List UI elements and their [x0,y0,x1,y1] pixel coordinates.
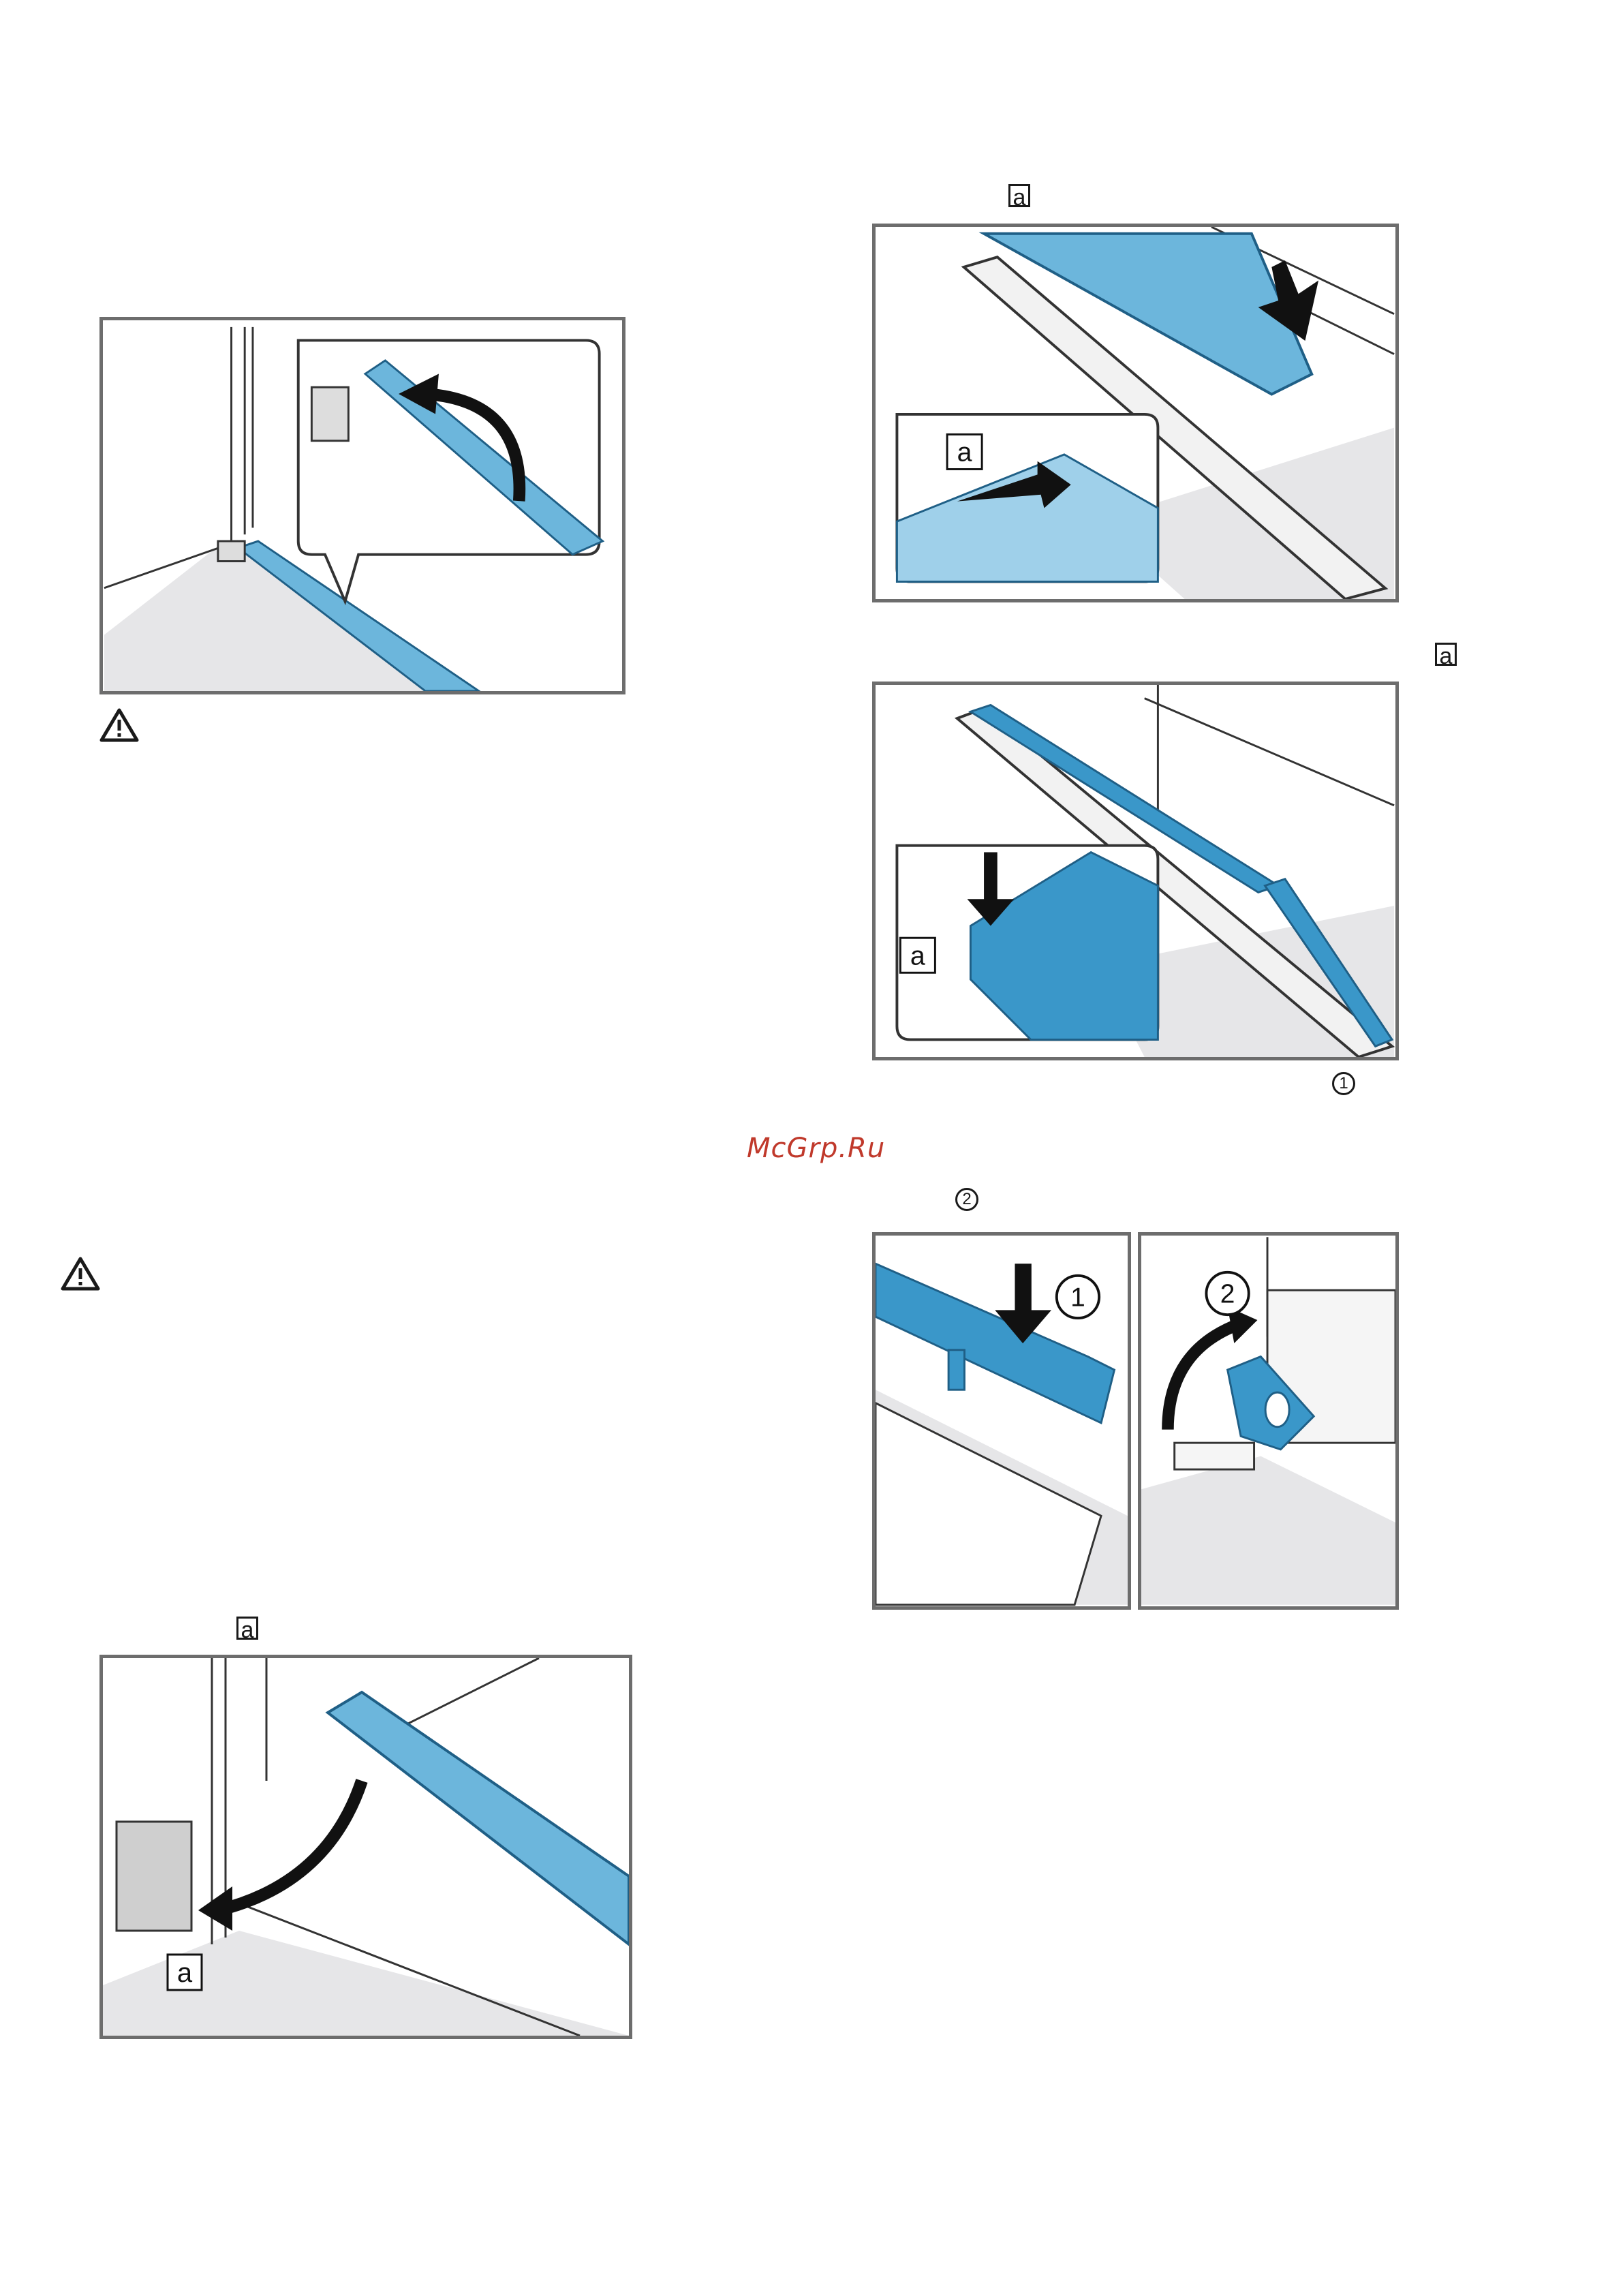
label-a-in-fig-bottom-left: a [177,1958,193,1988]
label-a-box-fig-bottom-left: a [236,1617,258,1640]
step-2-label-in-fig: 2 [1220,1280,1235,1309]
illustration-lift-glass-strip [103,320,622,691]
figure-step-1-press-cover: 1 [872,1232,1131,1610]
illustration-step-1-press-cover: 1 [876,1236,1128,1606]
warning-triangle-icon [60,1256,101,1291]
illustration-insert-glass-strip: a [103,1658,629,2036]
label-a-in-fig-middle-right: a [910,940,925,970]
step-2-reference-marker: 2 [955,1188,978,1211]
label-a-box-fig-middle-right: a [1435,643,1457,666]
step-1-label-in-fig: 1 [1070,1283,1085,1313]
label-a-in-fig-top-right: a [957,438,972,468]
figure-insert-inner-pane: a [872,224,1399,602]
warning-triangle-icon-2 [60,1256,101,1291]
illustration-step-2-close-hinge: 2 [1141,1236,1395,1606]
figure-lift-glass-strip [99,317,625,694]
figure-step-2-close-hinge: 2 [1138,1232,1399,1610]
step-1-reference-marker: 1 [1332,1072,1355,1095]
warning-triangle-icon-1 [99,707,140,743]
watermark-text: McGrp.Ru [747,1133,885,1164]
illustration-press-pane-down: a [876,685,1395,1057]
figure-insert-glass-strip: a [99,1655,632,2039]
label-a-box-fig-top-right: a [1008,184,1030,207]
warning-triangle-icon [99,707,140,743]
illustration-insert-inner-pane: a [876,227,1395,599]
figure-press-pane-down: a [872,682,1399,1060]
